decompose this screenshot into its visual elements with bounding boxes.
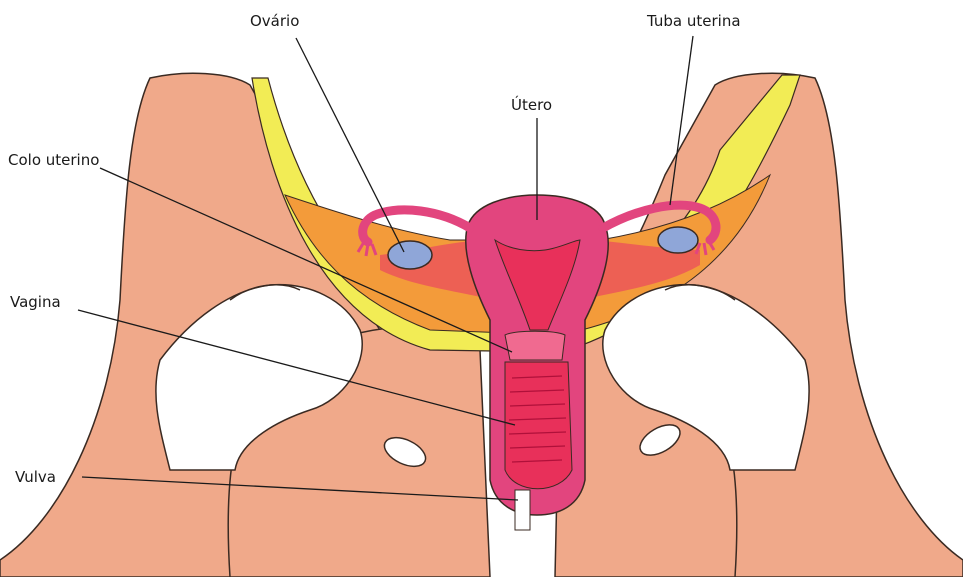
label-ovario: Ovário (250, 12, 299, 30)
label-vagina: Vagina (10, 293, 61, 311)
left-ovary (388, 241, 432, 269)
label-utero: Útero (511, 96, 552, 114)
label-colo-uterino: Colo uterino (8, 151, 99, 169)
right-ovary (658, 227, 698, 253)
vagina-canal (505, 362, 572, 489)
label-vulva: Vulva (15, 468, 56, 486)
cervix (505, 331, 565, 360)
label-tuba-uterina: Tuba uterina (647, 12, 741, 30)
vulva-opening (515, 490, 530, 530)
